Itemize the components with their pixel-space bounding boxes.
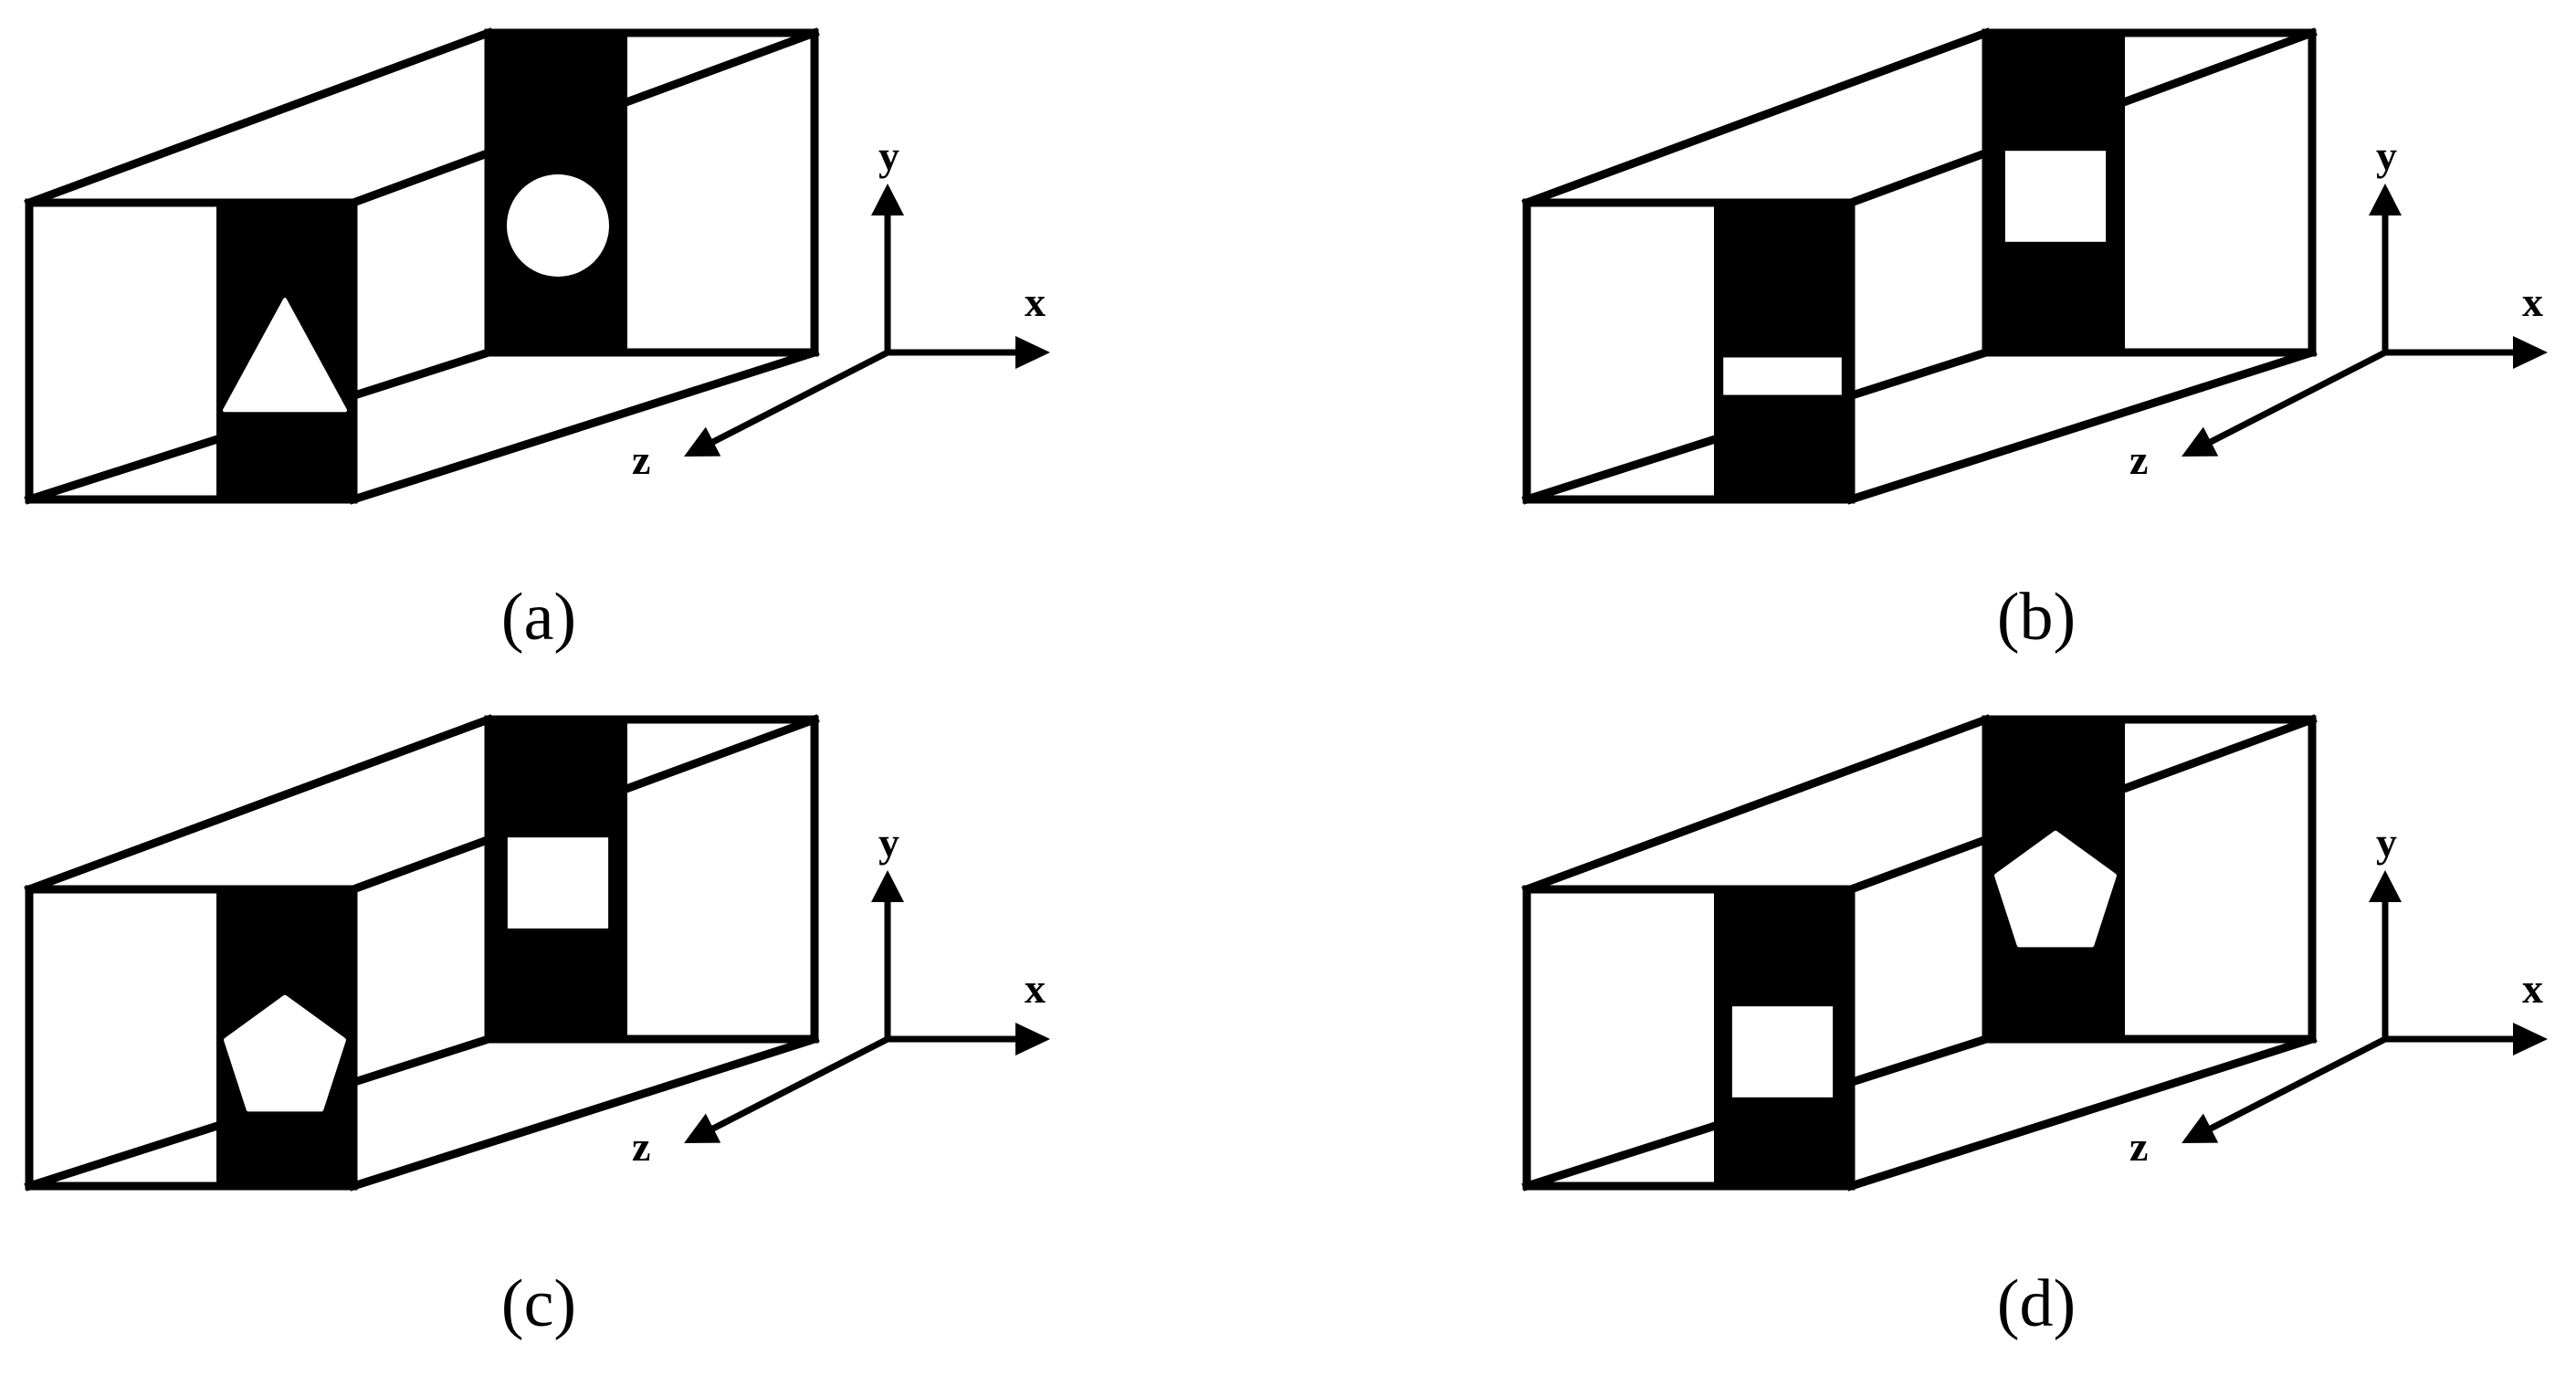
panel-b-axis-y-arrowhead (2369, 184, 2402, 215)
panel-c-rear-aperture (507, 837, 609, 929)
panel-c-caption: (c) (501, 1266, 576, 1341)
panel-d-box (1521, 714, 2318, 1192)
panel-d-axes: y x z (2129, 819, 2548, 1170)
panel-b-front-screen (1714, 203, 1851, 499)
panel-c-edge-bottom-right (348, 1034, 820, 1192)
panel-a-axis-y-label: y (878, 132, 899, 179)
panel-b-rear-aperture-square (2004, 151, 2107, 242)
panel-a-axis-z-line (706, 349, 889, 448)
panel-c-edge-top-left (24, 714, 494, 895)
panel-b-rear-aperture (2004, 151, 2107, 242)
panel-b-axes: y x z (2129, 132, 2548, 483)
panel-c-box (24, 714, 820, 1192)
panel-d-axis-y-arrowhead (2369, 870, 2402, 902)
panel-d: y x z (d) (1521, 714, 2548, 1341)
panel-c-axis-y-label: y (878, 819, 899, 866)
panel-a-edge-top-left (24, 27, 494, 208)
panel-a-edge-bottom-right (348, 347, 820, 505)
panel-b-axis-z-arrowhead (2182, 426, 2219, 457)
panel-d-axis-x-label: x (2522, 965, 2543, 1012)
panel-a-axis-x-arrowhead (1015, 336, 1050, 369)
panel-c-axis-z-label: z (632, 1123, 650, 1170)
panel-b: y x z (b) (1521, 27, 2548, 655)
panel-d-front-aperture (1731, 1006, 1834, 1098)
panel-c-axes: y x z (632, 819, 1050, 1170)
panel-c-axis-x-label: x (1025, 965, 1046, 1012)
panel-c-axis-z-arrowhead (684, 1113, 721, 1143)
panel-c-front-aperture-pentagon (224, 994, 346, 1112)
panel-d-rear-aperture-pentagon (1994, 830, 2117, 948)
panel-b-box (1521, 27, 2318, 505)
panel-d-axis-z-arrowhead (2182, 1113, 2219, 1143)
panel-d-axis-y-label: y (2376, 819, 2397, 866)
panel-d-axis-z-line (2203, 1035, 2387, 1135)
panel-b-caption: (b) (1997, 580, 2076, 655)
panel-a: y x z (a) (24, 27, 1050, 655)
panel-b-front-aperture (1723, 357, 1842, 395)
panel-a-axis-z-label: z (632, 436, 650, 483)
panel-d-caption: (d) (1997, 1266, 2076, 1341)
panel-d-edge-top-left (1521, 714, 1992, 895)
panel-a-rear-aperture (507, 174, 609, 277)
panel-c-axis-z-line (706, 1035, 889, 1135)
panel-a-axis-z-arrowhead (684, 426, 721, 457)
panel-c-rear-aperture-square (507, 837, 609, 929)
panel-a-caption: (a) (501, 580, 576, 655)
panel-d-axis-z-label: z (2129, 1123, 2148, 1170)
panel-a-axis-y-arrowhead (871, 184, 904, 215)
panel-c-front-aperture (224, 994, 346, 1112)
panel-a-box (24, 27, 820, 505)
panel-b-front-aperture-slit (1723, 357, 1842, 395)
panel-a-rear-aperture-circle (507, 174, 609, 277)
panel-b-axis-z-line (2203, 349, 2387, 448)
panel-b-axis-z-label: z (2129, 436, 2148, 483)
panel-d-front-aperture-square (1731, 1006, 1834, 1098)
panel-d-edge-bottom-right (1845, 1034, 2318, 1192)
panel-b-axis-x-label: x (2522, 278, 2543, 325)
panel-b-axis-y-label: y (2376, 132, 2397, 179)
panel-a-axes: y x z (632, 132, 1050, 483)
panel-d-axis-x-arrowhead (2513, 1023, 2548, 1056)
panel-b-axis-x-arrowhead (2513, 336, 2548, 369)
panel-c-axis-x-arrowhead (1015, 1023, 1050, 1056)
panel-d-rear-aperture (1994, 830, 2117, 948)
panel-b-edge-top-left (1521, 27, 1992, 208)
panel-a-front-aperture-triangle (223, 298, 347, 413)
panel-c-axis-y-arrowhead (871, 870, 904, 902)
panel-a-axis-x-label: x (1025, 278, 1046, 325)
panel-a-front-aperture (223, 298, 347, 413)
panel-c: y x z (c) (24, 714, 1050, 1341)
panel-b-edge-bottom-right (1845, 347, 2318, 505)
